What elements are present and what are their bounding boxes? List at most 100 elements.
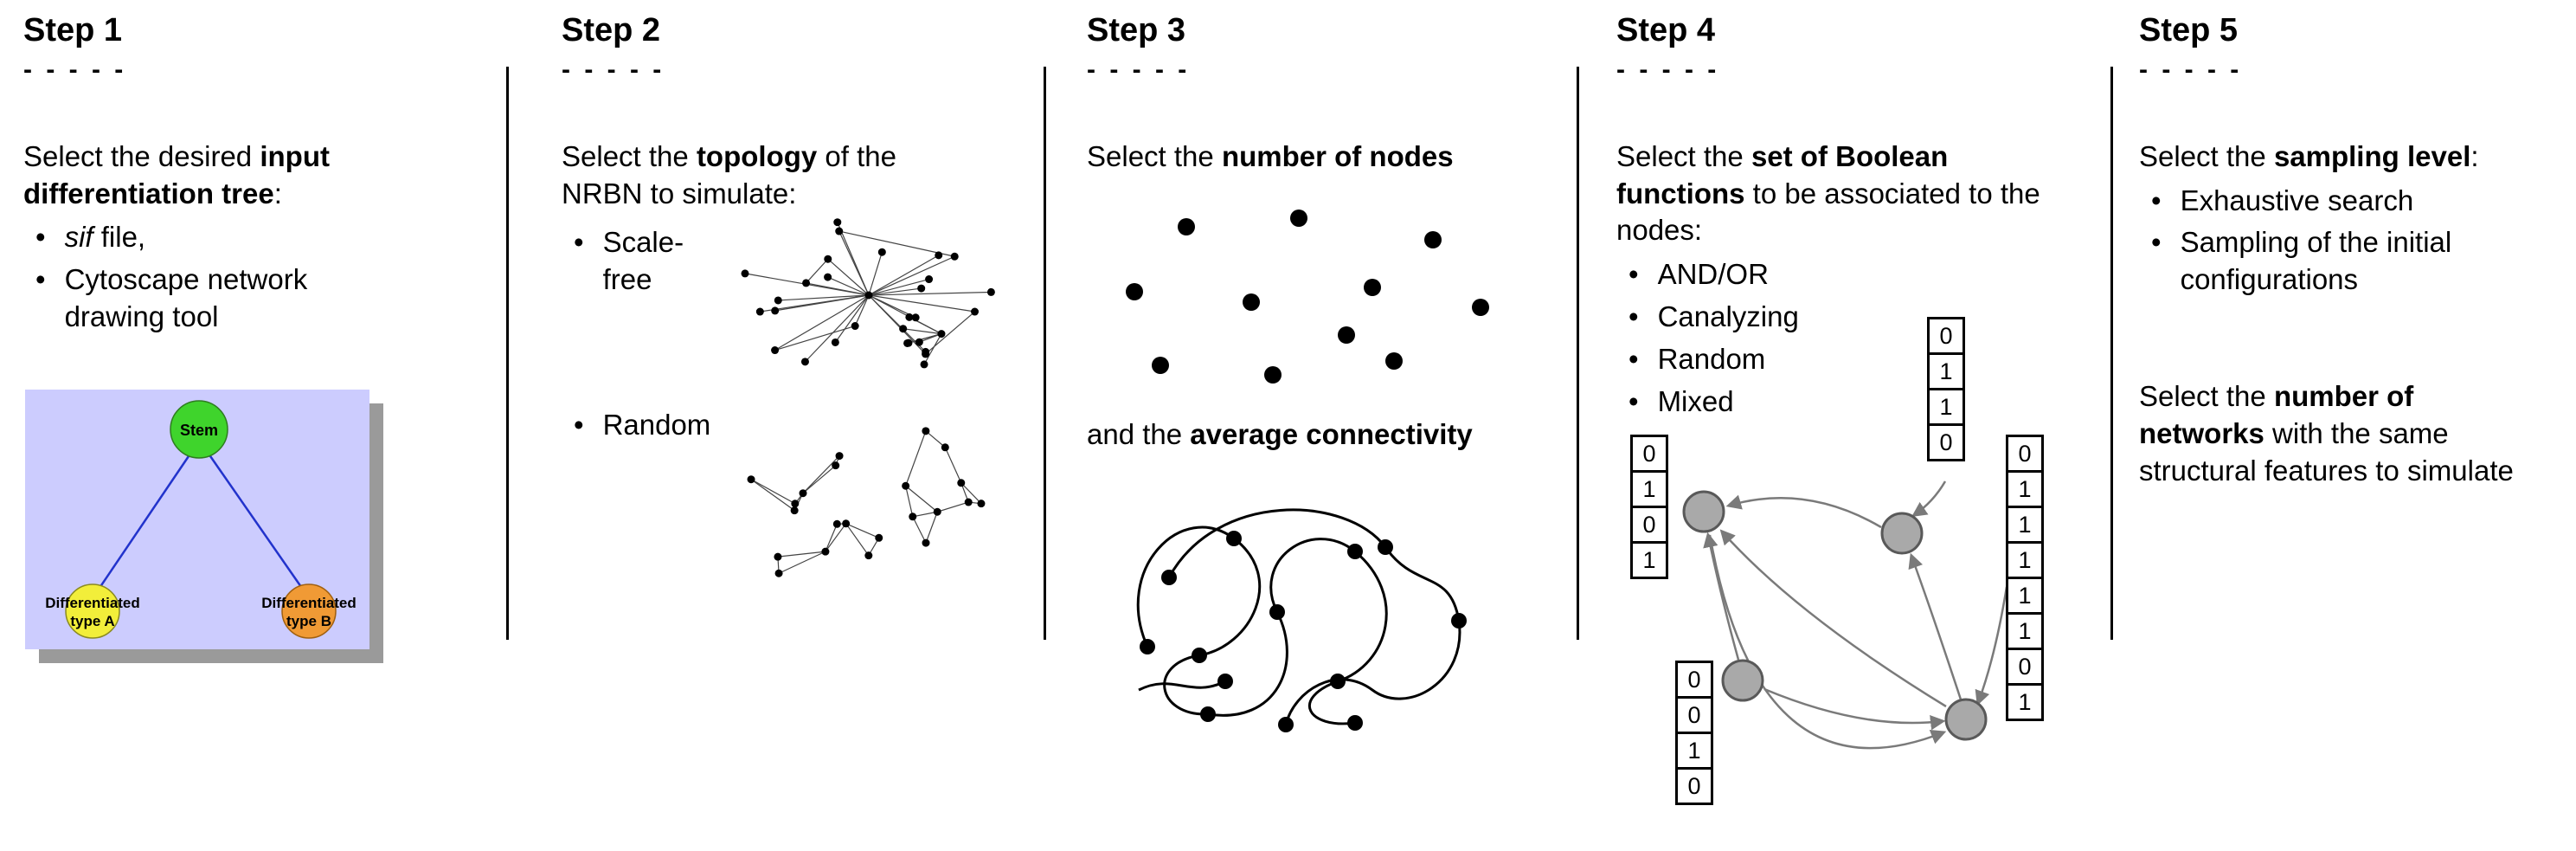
step-1-title: Step 1	[23, 12, 123, 48]
truth-table-cell: 0	[1630, 506, 1668, 544]
truth-table-cell: 1	[2006, 577, 2044, 615]
truth-table-cell: 1	[1675, 732, 1713, 770]
bullet-item: Mixed	[1616, 384, 2101, 421]
boolean-network-graphic	[1682, 480, 2008, 750]
truth-table-cell: 1	[1630, 541, 1668, 579]
text-segment: Select the	[2139, 139, 2274, 172]
connectivity-tangle-graphic	[1136, 509, 1467, 733]
text-segment: topology	[696, 139, 818, 172]
step-4-intro: Select the set of Boolean functions to b…	[1616, 139, 2049, 250]
network-node	[1880, 512, 1924, 555]
text-segment: sampling level	[2273, 139, 2471, 172]
network-node	[1944, 698, 1988, 741]
text-segment: file,	[93, 221, 146, 254]
differentiated-b-node	[281, 583, 337, 639]
truth-table-cell: 0	[1927, 317, 1965, 355]
text-segment: number of networks	[2139, 380, 2414, 450]
step-5-outro: Select the number of networks with the s…	[2139, 378, 2546, 490]
column-divider	[1577, 67, 1579, 640]
text-segment: of the NRBN to simulate:	[562, 139, 896, 210]
random-network-graphic	[747, 427, 986, 578]
truth-table-cell: 0	[2006, 435, 2044, 473]
text-segment: Select the	[2139, 380, 2274, 413]
truth-table-cell: 0	[1675, 767, 1713, 805]
text-segment: input differentiation tree	[23, 139, 330, 210]
differentiated-b-label-line2: type B	[286, 613, 331, 629]
tree-edge-left	[93, 453, 192, 596]
step-5-dashes: - - - - -	[2139, 55, 2243, 84]
text-segment: Exhaustive search	[2180, 184, 2414, 216]
text-segment: AND/OR	[1657, 258, 1769, 291]
text-segment: :	[273, 177, 282, 210]
truth-table-cell: 0	[1927, 423, 1965, 461]
step-4-title: Step 4	[1616, 12, 1716, 48]
random-row: Random	[562, 407, 1036, 588]
step-5-intro: Select the sampling level:	[2139, 139, 2546, 176]
text-segment: number of nodes	[1221, 139, 1454, 172]
tree-edge-right	[207, 453, 309, 596]
text-segment: Random	[1657, 343, 1766, 376]
step-5-column: Step 5 - - - - - Select the sampling lev…	[2139, 12, 2563, 848]
bullet-item: Scale-free	[562, 224, 722, 299]
step-4-dashes: - - - - -	[1616, 55, 1720, 84]
scale-free-network-graphic	[741, 218, 995, 369]
truth-table-cell: 1	[1927, 352, 1965, 390]
network-node	[1721, 659, 1764, 702]
truth-table-cell: 1	[1927, 388, 1965, 426]
truth-table-cell: 1	[2006, 506, 2044, 544]
text-segment: Select the	[1616, 139, 1751, 172]
text-segment: Select the	[1087, 139, 1222, 172]
text-segment: Cytoscape network drawing tool	[64, 263, 308, 333]
truth-table-cell: 1	[2006, 470, 2044, 508]
truth-table-cell: 0	[1675, 661, 1713, 699]
tangle-nodes	[1140, 531, 1467, 733]
text-segment: Canalyzing	[1657, 300, 1799, 333]
column-divider	[1044, 67, 1046, 640]
bullet-item: sif file,	[23, 219, 495, 256]
bullet-item: Sampling of the initial configurations	[2139, 224, 2563, 299]
network-node	[1682, 490, 1725, 533]
step-3-title: Step 3	[1087, 12, 1186, 48]
text-segment: Scale-free	[602, 226, 684, 296]
truth-table-cell: 1	[2006, 612, 2044, 650]
step-4-column: Step 4 - - - - - Select the set of Boole…	[1616, 12, 2101, 848]
differentiated-a-node	[65, 583, 120, 639]
bullet-item: Cytoscape network drawing tool	[23, 261, 495, 336]
step-1-dashes: - - - - -	[23, 55, 127, 84]
text-segment: Random	[602, 409, 711, 442]
text-segment: Select the	[562, 139, 697, 172]
text-segment: average connectivity	[1190, 417, 1473, 450]
text-segment: with the same structural features to sim…	[2139, 417, 2514, 487]
truth-table-cell: 0	[2006, 648, 2044, 686]
step-1-column: Step 1 - - - - - Select the desired inpu…	[23, 12, 495, 848]
step-3-column: Step 3 - - - - - Select the number of no…	[1087, 12, 1563, 848]
step-5-bullet-list: Exhaustive search Sampling of the initia…	[2139, 183, 2563, 300]
stem-node-label: Stem	[180, 422, 218, 439]
step-1-bullet-list: sif file, Cytoscape network drawing tool	[23, 219, 495, 336]
nodes-dots-graphic	[1126, 209, 1489, 384]
text-segment: Select the desired	[23, 139, 260, 172]
step-4-bullet-list: AND/OR Canalyzing Random Mixed	[1616, 256, 2101, 421]
differentiated-a-label-line2: type A	[70, 613, 114, 629]
text-segment: and the	[1087, 417, 1191, 450]
step-5-title: Step 5	[2139, 12, 2239, 48]
truth-table-cell: 1	[1630, 470, 1668, 508]
bullet-item: Random	[562, 407, 722, 444]
step-3-intro2: and the average connectivity	[1087, 416, 1554, 454]
step-2-title: Step 2	[562, 12, 661, 48]
bullet-item: Random	[1616, 341, 2101, 378]
text-segment: :	[2470, 139, 2479, 172]
bullet-item: Canalyzing	[1616, 299, 2101, 336]
step-2-intro: Select the topology of the NRBN to simul…	[562, 139, 968, 213]
stem-node	[170, 400, 228, 459]
scale-free-row: Scale-free	[562, 218, 1036, 395]
step-3-intro: Select the number of nodes	[1087, 139, 1554, 176]
text-segment: Mixed	[1657, 385, 1734, 418]
differentiation-tree-figure: Stem Differentiated type A Differentiate…	[25, 390, 383, 664]
